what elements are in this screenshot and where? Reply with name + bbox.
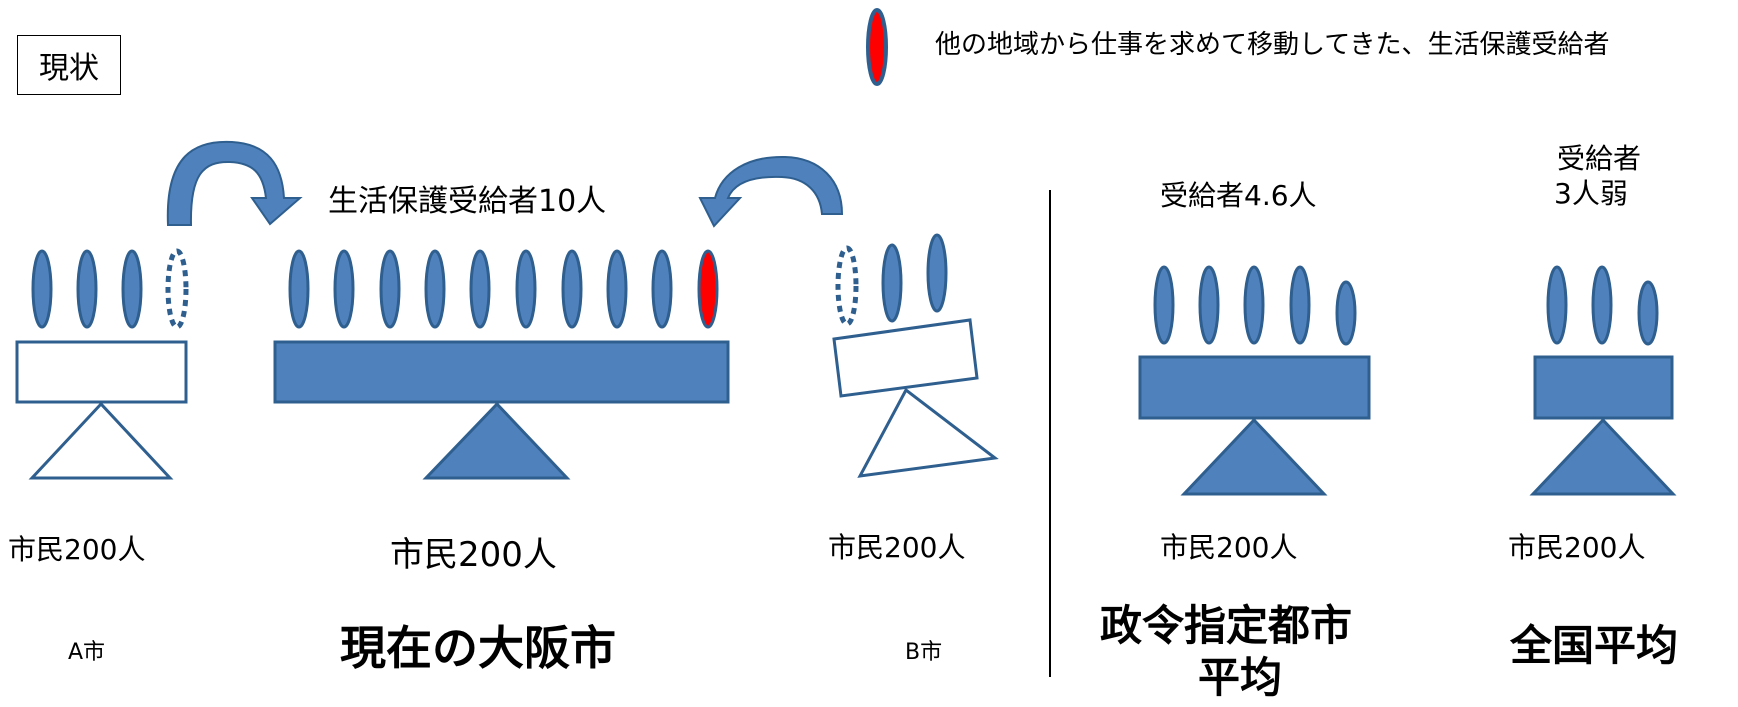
city-a-fulcrum	[28, 401, 174, 480]
national-name: 全国平均	[1510, 621, 1679, 670]
recipient-icon	[1591, 265, 1613, 345]
recipient-icon	[926, 233, 948, 313]
recipient-icon	[651, 249, 673, 329]
city-a-population: 市民200人	[8, 533, 146, 566]
recipient-icon	[561, 249, 583, 329]
city-b-name: B市	[905, 640, 943, 665]
recipient-icon	[121, 249, 143, 329]
recipient-icon	[1198, 265, 1220, 345]
recipient-icon	[1243, 265, 1265, 345]
national-population: 市民200人	[1508, 531, 1646, 564]
national-recipients-label-line1: 受給者	[1557, 142, 1642, 175]
recipient-icon	[288, 249, 310, 329]
legend-migrant-icon	[866, 8, 888, 86]
national-recipients-label-line2: 3人弱	[1554, 177, 1628, 210]
city-b-fulcrum	[857, 387, 999, 478]
designated-recipients-label: 受給者4.6人	[1160, 179, 1317, 212]
migrant-recipient-icon	[697, 249, 719, 329]
city-b-population: 市民200人	[828, 531, 966, 564]
recipient-icon	[31, 249, 53, 329]
recipient-icon	[1546, 265, 1568, 345]
recipient-icon	[606, 249, 628, 329]
osaka-recipients-label: 生活保護受給者10人	[328, 184, 607, 219]
national-fulcrum	[1529, 417, 1677, 496]
osaka-name: 現在の大阪市	[340, 621, 616, 675]
city-a-name: A市	[68, 640, 106, 665]
osaka-beam	[273, 340, 730, 404]
national-beam	[1533, 355, 1674, 420]
move-arrow-a-to-osaka	[166, 140, 303, 226]
city-b-beam	[832, 318, 979, 398]
legend-text: 他の地域から仕事を求めて移動してきた、生活保護受給者	[935, 30, 1610, 60]
designated-beam	[1138, 355, 1371, 420]
designated-population: 市民200人	[1160, 531, 1298, 564]
recipient-icon	[333, 249, 355, 329]
osaka-fulcrum	[422, 401, 571, 480]
partial-recipient-icon	[1637, 280, 1659, 346]
recipient-icon	[515, 249, 537, 329]
recipient-icon	[76, 249, 98, 329]
departed-recipient-icon	[835, 245, 859, 327]
recipient-icon	[424, 249, 446, 329]
osaka-recipients	[288, 249, 719, 329]
recipient-icon	[1289, 265, 1311, 345]
recipient-icon	[881, 243, 903, 323]
designated-fulcrum	[1180, 417, 1328, 496]
designated-name-line1: 政令指定都市	[1100, 601, 1353, 650]
designated-name-line2: 平均	[1198, 653, 1283, 702]
departed-recipient-icon	[165, 248, 189, 330]
move-arrow-b-to-osaka	[698, 155, 844, 228]
city-a-beam	[15, 340, 188, 404]
national-recipients	[1546, 265, 1659, 346]
recipient-icon	[469, 249, 491, 329]
status-label: 現状	[17, 35, 121, 95]
designated-recipients	[1153, 265, 1357, 346]
recipient-icon	[1153, 265, 1175, 345]
partial-recipient-icon	[1335, 280, 1357, 346]
osaka-population: 市民200人	[390, 535, 557, 575]
city-a-recipients	[31, 248, 189, 330]
recipient-icon	[379, 249, 401, 329]
city-b-recipients	[835, 233, 948, 327]
